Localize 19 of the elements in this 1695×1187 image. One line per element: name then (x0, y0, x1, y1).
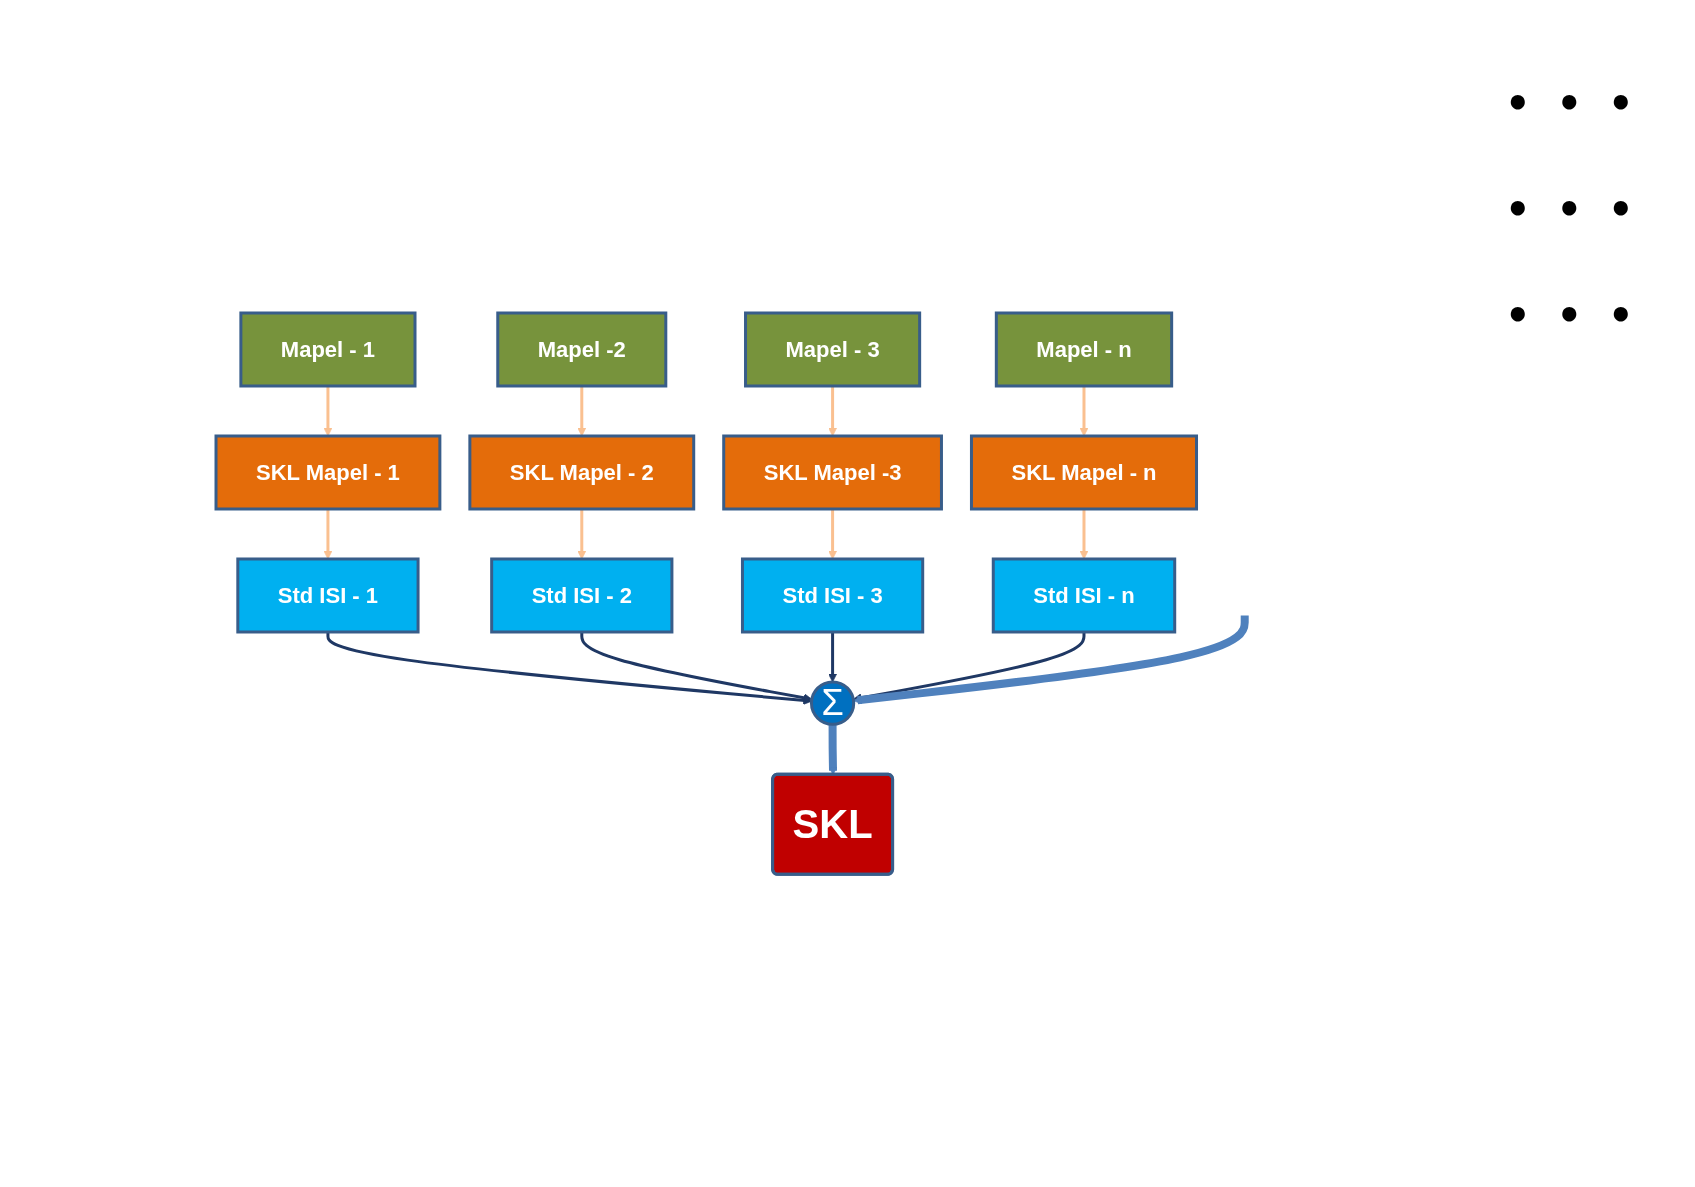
node-box: SKL Mapel -3 (721, 434, 943, 511)
node-box: SKL Mapel - 2 (468, 434, 695, 511)
node-box: Mapel - 1 (239, 311, 417, 388)
ellipsis-dots: • • • (1505, 80, 1641, 126)
node-box: Mapel - n (994, 311, 1173, 388)
arrow (579, 631, 812, 703)
node-box: SKL Mapel - n (969, 434, 1198, 511)
ellipsis-dots: • • • (1505, 186, 1641, 232)
node-box: Std ISI - n (991, 557, 1176, 634)
node-box: Std ISI - 2 (489, 557, 674, 634)
node-box: Std ISI - 1 (235, 557, 420, 634)
node-box: SKL Mapel - 1 (214, 434, 441, 511)
node-box: Mapel - 3 (743, 311, 921, 388)
node-box: Std ISI - 3 (740, 557, 924, 634)
arrow (326, 631, 812, 705)
node-circle: Σ (809, 680, 855, 726)
ellipsis-dots: • • • (1505, 292, 1641, 338)
arrow (827, 631, 837, 683)
node-box: Mapel -2 (495, 311, 667, 388)
